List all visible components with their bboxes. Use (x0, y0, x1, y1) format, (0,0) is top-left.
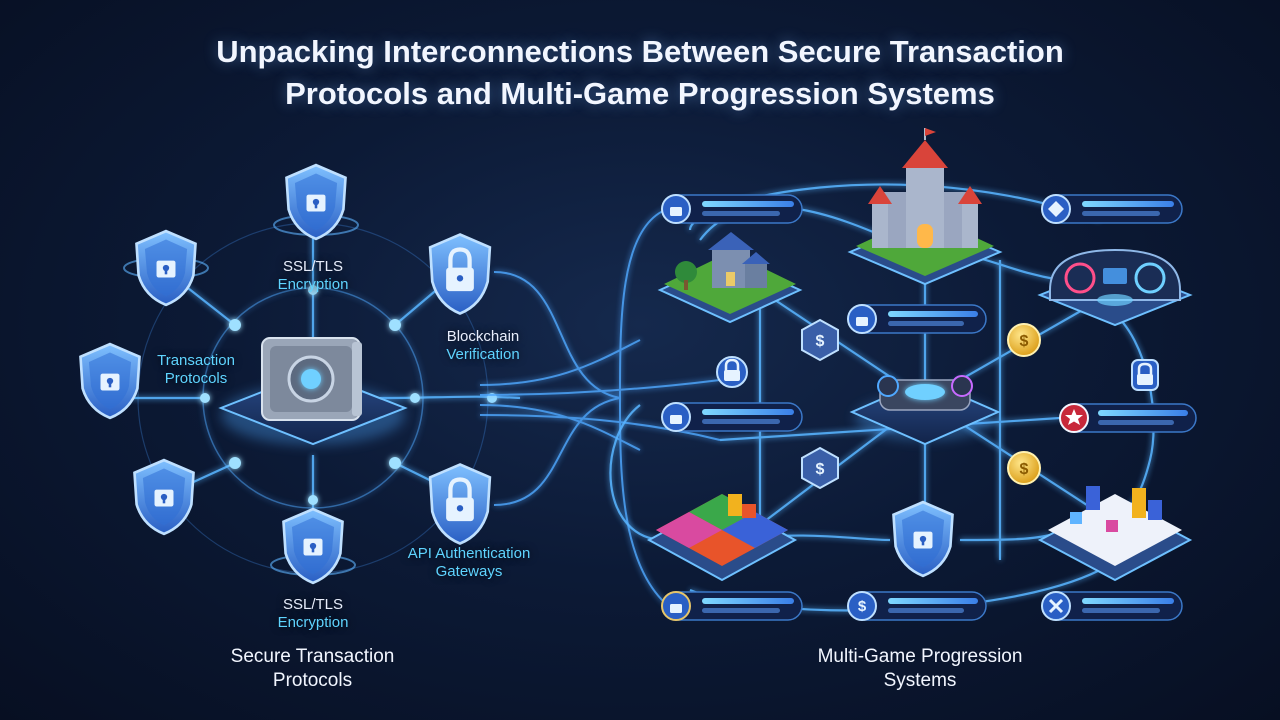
bundle-connectors (479, 209, 721, 604)
page-title-line-2: Protocols and Multi-Game Progression Sys… (285, 76, 995, 111)
padlock-icon (1131, 359, 1159, 391)
block-puzzle-icon (646, 494, 798, 582)
label-line: Protocols (272, 670, 353, 691)
padlock-icon (430, 235, 490, 314)
shield-lock-icon (270, 507, 356, 585)
label-line: Secure Transaction (230, 646, 395, 667)
progress-pill (661, 194, 803, 224)
vault-icon (218, 337, 408, 446)
label-line: Systems (883, 670, 957, 691)
label-line: Verification (446, 346, 520, 363)
svg-text:$: $ (816, 461, 825, 478)
ssl-tls-label-bottom: SSL/TLS Encryption (255, 596, 371, 632)
label-line: SSL/TLS (282, 258, 344, 275)
api-authentication-label: API Authentication Gateways (384, 545, 554, 581)
dollar-badge-icon: $ (801, 446, 839, 490)
multi-game-section-label: Multi-Game Progression Systems (760, 645, 1080, 693)
label-line: API Authentication (407, 545, 531, 562)
svg-text:$: $ (1020, 333, 1029, 350)
progress-pill (1059, 403, 1197, 433)
label-line: SSL/TLS (282, 596, 344, 613)
game-console-hub-icon (849, 375, 1001, 446)
label-line: Transaction (157, 352, 235, 369)
ssl-tls-label-top: SSL/TLS Encryption (255, 258, 371, 294)
progress-pill: $ (847, 591, 987, 621)
gauge-dashboard-icon (1037, 248, 1193, 327)
padlock-icon (430, 465, 490, 544)
progress-pill (661, 402, 803, 432)
shield-lock-icon (123, 229, 209, 307)
progress-pill (847, 304, 987, 334)
progression-network: $ (609, 128, 1197, 621)
dollar-badge-icon: $ (801, 318, 839, 362)
dollar-badge-icon: $ (858, 598, 867, 615)
shield-lock-icon (892, 500, 954, 578)
progress-pill (1041, 194, 1183, 224)
secure-transaction-section-label: Secure Transaction Protocols (180, 645, 445, 693)
label-line: Protocols (164, 370, 228, 387)
transaction-protocols-label: Transaction Protocols (126, 352, 266, 388)
shield-lock-icon (133, 458, 195, 536)
label-line: Encryption (277, 276, 349, 293)
blockchain-verification-label: Blockchain Verification (420, 328, 546, 364)
svg-text:$: $ (1020, 461, 1029, 478)
gold-coin-icon: $ (1007, 451, 1041, 485)
progress-pill (1041, 591, 1183, 621)
page-title-line-1: Unpacking Interconnections Between Secur… (216, 34, 1064, 69)
gold-coin-icon: $ (1007, 323, 1041, 357)
progress-pill (661, 591, 803, 621)
village-island-icon (657, 232, 803, 324)
label-line: Gateways (435, 563, 503, 580)
label-line: Multi-Game Progression (817, 646, 1023, 667)
star-badge-icon (1065, 409, 1083, 425)
block-puzzle-icon (1037, 486, 1193, 582)
shield-lock-icon (273, 163, 359, 241)
security-network (79, 163, 521, 585)
padlock-icon (716, 356, 748, 388)
svg-text:$: $ (816, 333, 825, 350)
label-line: Blockchain (446, 328, 520, 345)
label-line: Encryption (277, 614, 349, 631)
castle-icon (847, 128, 1003, 286)
